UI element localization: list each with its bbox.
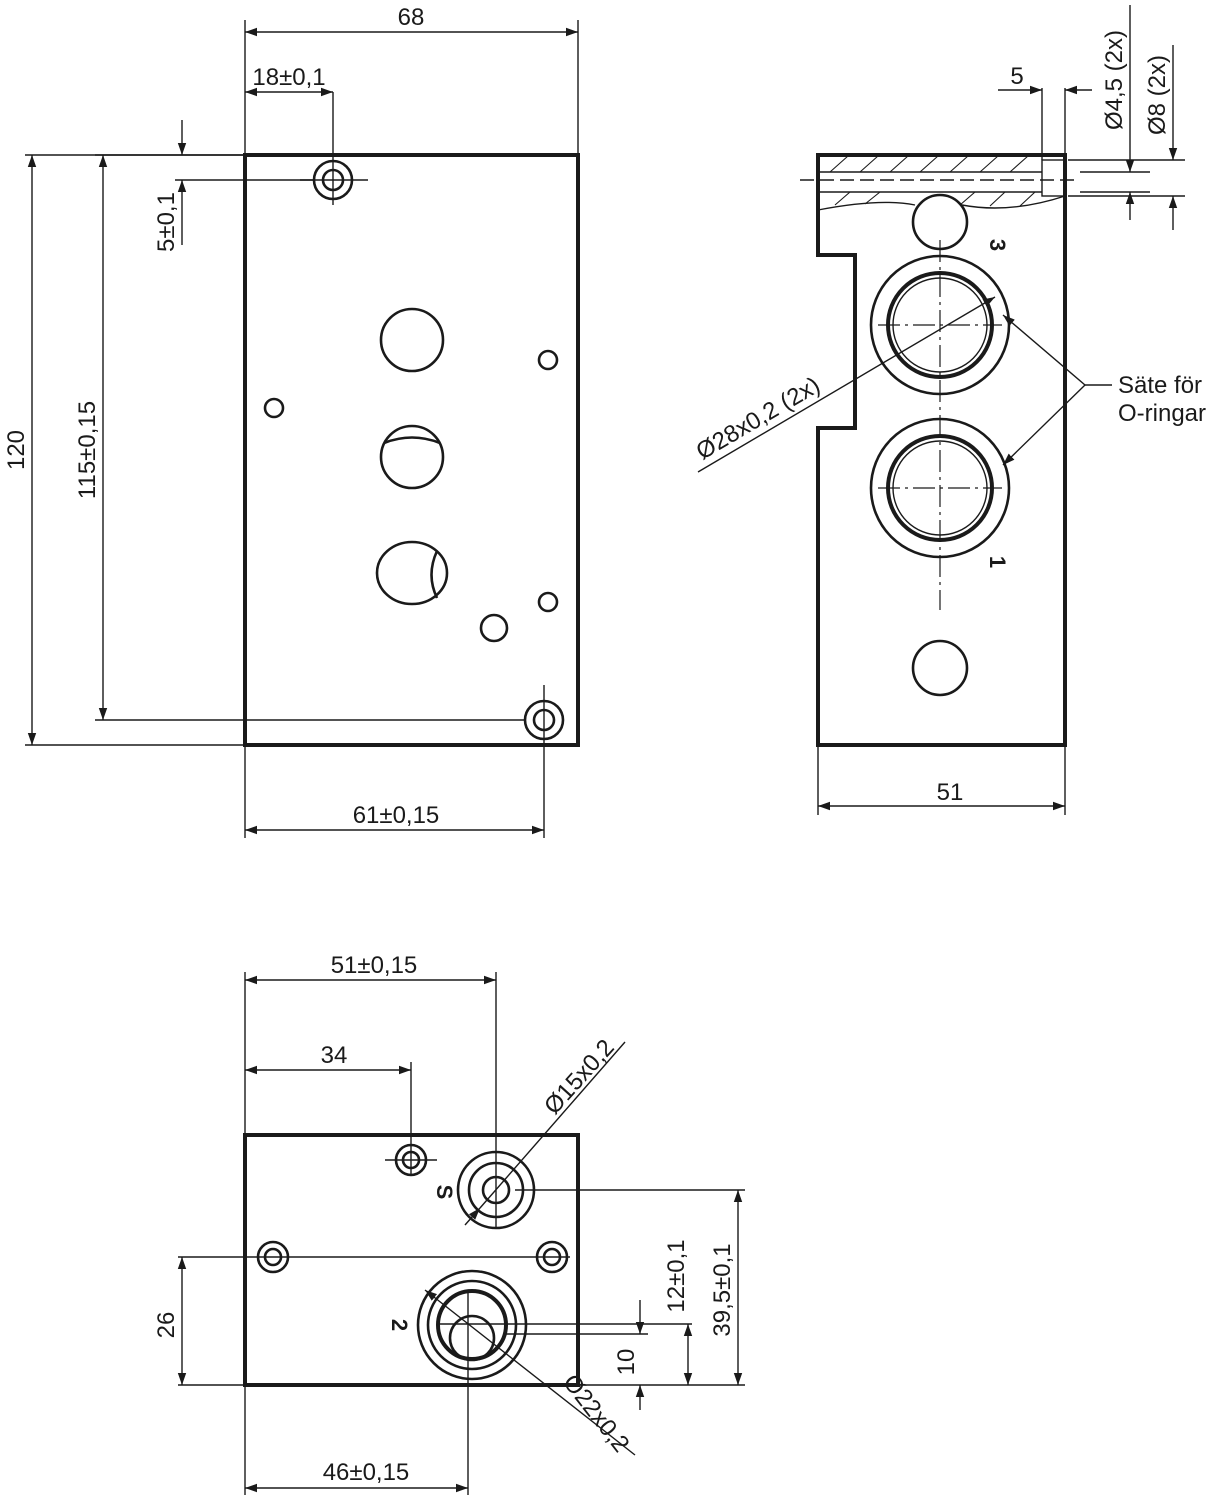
dim-bottom-port-2-offset: 10 xyxy=(613,1349,640,1376)
side-view: 3 1 Ø28x0,2 (2x) Säte för O-ringar 5 Ø4,… xyxy=(692,5,1206,815)
front-bore-2-inner xyxy=(383,436,441,445)
dim-leader-bottom-port-s-a xyxy=(479,1041,626,1209)
side-port-label-3: 3 xyxy=(985,239,1010,251)
side-bottom-hole xyxy=(911,639,969,697)
front-small-hole-4 xyxy=(479,613,509,643)
dim-front-top-hole-x: 18±0,1 xyxy=(252,64,325,91)
side-port-label-1: 1 xyxy=(985,556,1010,568)
bottom-port-2-bore xyxy=(436,1289,508,1361)
side-break-line-right xyxy=(961,195,1066,209)
front-bore-3-inner xyxy=(430,550,439,599)
dim-bottom-port-s-y: 39,5±0,1 xyxy=(709,1243,736,1336)
front-small-hole-3 xyxy=(537,591,559,613)
dim-bottom-port-s-diameter: Ø15x0,2 xyxy=(539,1034,620,1119)
front-body-outline xyxy=(243,153,580,747)
dim-front-top-hole-y: 5±0,1 xyxy=(153,192,180,252)
front-bore-3 xyxy=(375,540,449,606)
front-small-hole-1 xyxy=(537,349,559,371)
dim-bottom-hole-x: 34 xyxy=(321,1042,348,1069)
dim-bottom-hole-row-y: 26 xyxy=(153,1312,180,1339)
bottom-port-2-ring xyxy=(426,1279,518,1371)
dim-front-width: 68 xyxy=(398,4,425,31)
front-bore-1 xyxy=(379,307,445,373)
bottom-port-label-2: 2 xyxy=(387,1319,412,1331)
note-leader-upper xyxy=(1002,314,1086,386)
dim-side-offset: 5 xyxy=(1010,63,1023,90)
bottom-port-label-s: S xyxy=(432,1185,457,1200)
side-section-hatch xyxy=(829,155,1036,207)
dim-leader-bottom-port-s-b xyxy=(464,1207,481,1226)
bottom-port-2-outer xyxy=(416,1269,528,1381)
side-body-outline xyxy=(816,153,1067,747)
dim-line-side-port-diameter xyxy=(697,296,996,473)
side-break-line-left xyxy=(817,201,916,211)
dim-bottom-port-s-x: 51±0,15 xyxy=(331,952,418,979)
dim-front-height: 120 xyxy=(3,430,30,470)
front-small-hole-2 xyxy=(263,397,285,419)
dim-side-width: 51 xyxy=(937,779,964,806)
dim-side-small-hole: Ø4,5 (2x) xyxy=(1101,30,1128,130)
bottom-view: S 2 51±0,15 34 Ø15x0,2 xyxy=(153,952,745,1495)
dim-side-port-diameter: Ø28x0,2 (2x) xyxy=(692,372,825,466)
dim-side-large-hole: Ø8 (2x) xyxy=(1144,55,1171,135)
dim-front-hole-spacing-y: 115±0,15 xyxy=(74,401,101,499)
dim-bottom-port-2-x: 46±0,15 xyxy=(323,1459,410,1486)
front-bore-2 xyxy=(379,424,445,490)
note-o-ring-line1: Säte för xyxy=(1118,372,1202,399)
bottom-port-2-inner xyxy=(448,1314,496,1362)
dim-leader-bottom-port-2 xyxy=(424,1289,636,1456)
front-view: 68 18±0,1 5±0,1 120 115±0,15 61±0,15 xyxy=(3,4,580,838)
dim-front-hole-spacing-x: 61±0,15 xyxy=(353,802,440,829)
dim-bottom-port-2-y: 12±0,1 xyxy=(663,1239,690,1312)
note-o-ring-line2: O-ringar xyxy=(1118,400,1206,427)
note-leader-lower xyxy=(1002,384,1086,466)
dim-bottom-port-2-diameter: Ø22x0,2 xyxy=(557,1369,634,1457)
side-counterbore xyxy=(1041,159,1066,197)
